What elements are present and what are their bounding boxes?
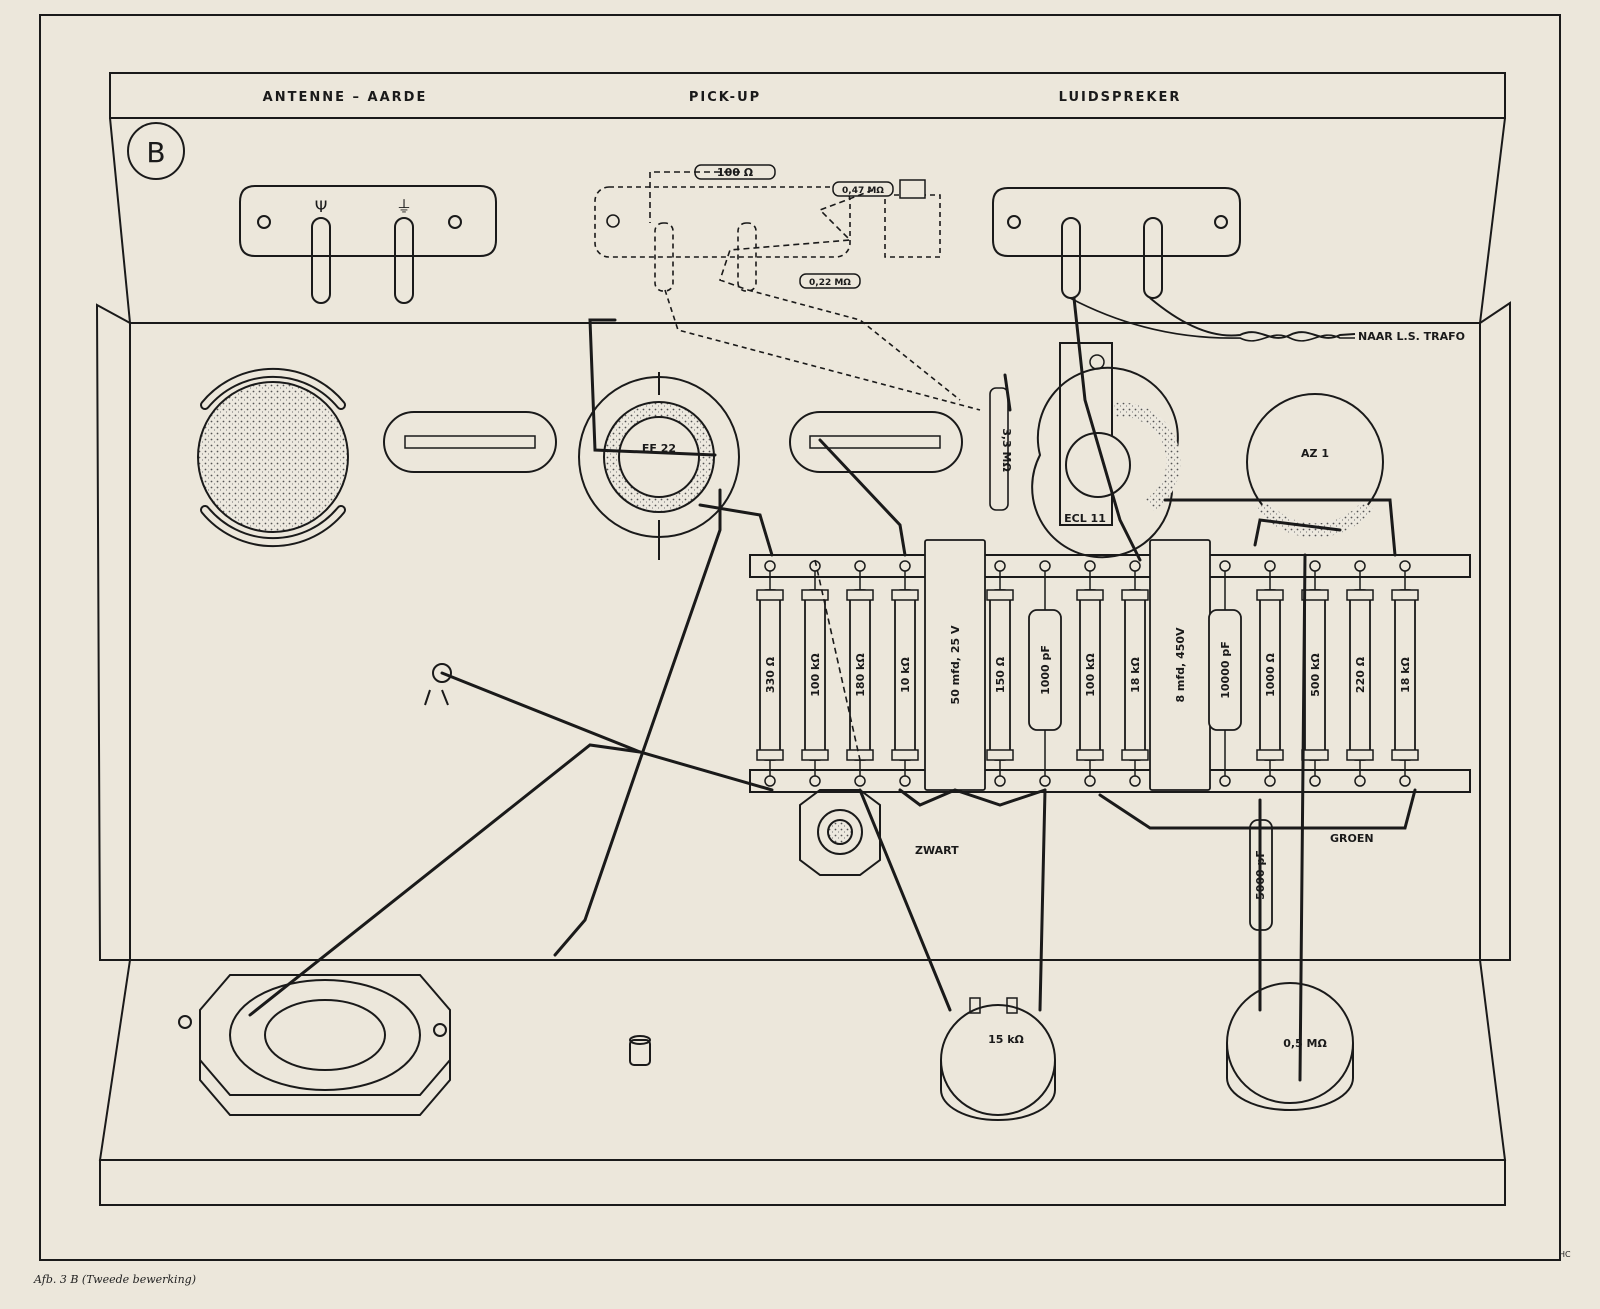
component-2-resistor: 100 kΩ bbox=[801, 560, 829, 787]
az1-label: AZ 1 bbox=[1301, 447, 1329, 460]
component-5-label: 50 mfd, 25 V bbox=[949, 625, 962, 704]
ef22-socket: EF 22 bbox=[578, 372, 740, 560]
hex-grommet bbox=[799, 789, 881, 876]
pot-15k-label: 15 kΩ bbox=[988, 1033, 1024, 1046]
antenna-terminal-plate bbox=[239, 185, 497, 304]
artist-signature: HC bbox=[1559, 1250, 1571, 1259]
components-layer: 330 Ω 100 kΩ 180 kΩ 10 kΩ 50 mfd, 25 V 150 Ω 1… bbox=[756, 539, 1419, 791]
component-4-label: 10 kΩ bbox=[899, 656, 912, 692]
potentiometer-15k: 15 kΩ bbox=[940, 997, 1056, 1121]
wiring bbox=[248, 296, 1417, 1082]
ecl11-label: ECL 11 bbox=[1064, 512, 1106, 525]
component-7-capacitor: 1000 pF bbox=[1028, 560, 1062, 787]
component-6-label: 150 Ω bbox=[994, 656, 1007, 693]
pickup-header: PICK-UP bbox=[689, 90, 761, 105]
chassis-body bbox=[95, 301, 1511, 1206]
antenna-header: ANTENNE – AARDE bbox=[263, 90, 428, 105]
component-10-electrolytic: 8 mfd, 450V bbox=[1149, 539, 1211, 791]
component-12-label: 1000 Ω bbox=[1264, 652, 1277, 696]
antenna-symbol-icon: Ψ bbox=[315, 197, 328, 216]
component-1-label: 330 Ω bbox=[764, 656, 777, 693]
ecl11-socket: ECL 11 bbox=[1031, 342, 1181, 559]
component-14-label: 220 Ω bbox=[1354, 656, 1367, 693]
green-wire-label: GROEN bbox=[1330, 832, 1374, 845]
dashed-wiring bbox=[649, 171, 874, 761]
component-2-label: 100 kΩ bbox=[809, 653, 822, 697]
component-14-resistor: 220 Ω bbox=[1346, 560, 1374, 787]
component-13-resistor: 500 kΩ bbox=[1301, 560, 1329, 787]
ground-tag bbox=[424, 663, 452, 706]
component-11-capacitor: 10000 pF bbox=[1208, 560, 1242, 787]
svg-text:3,3 MΩ: 3,3 MΩ bbox=[1000, 428, 1013, 472]
figure-caption: Afb. 3 B (Tweede bewerking) bbox=[34, 1273, 196, 1286]
svg-text:B: B bbox=[146, 136, 165, 169]
svg-text:0,22 MΩ: 0,22 MΩ bbox=[809, 278, 851, 288]
component-3-label: 180 kΩ bbox=[854, 653, 867, 697]
pot-0-5m-label: 0,5 MΩ bbox=[1283, 1037, 1327, 1050]
resistor-3-3m: 3,3 MΩ bbox=[989, 387, 1013, 511]
component-7-label: 1000 pF bbox=[1039, 645, 1052, 695]
component-6-resistor: 150 Ω bbox=[986, 560, 1014, 787]
component-5-electrolytic: 50 mfd, 25 V bbox=[924, 539, 986, 791]
component-9-label: 18 kΩ bbox=[1129, 656, 1142, 692]
speaker-twisted-pair-b bbox=[1069, 297, 1355, 342]
speaker-header: LUIDSPREKER bbox=[1059, 90, 1182, 105]
rear-flap bbox=[109, 117, 1506, 324]
tube-socket-slot-2 bbox=[789, 411, 963, 473]
pilot-lamp bbox=[629, 1035, 651, 1066]
pickup-board-hole bbox=[606, 214, 620, 228]
pickup-capacitor bbox=[899, 179, 926, 199]
ground-symbol-icon: ⏚ bbox=[396, 197, 412, 216]
az1-socket: AZ 1 bbox=[1246, 393, 1384, 538]
component-3-resistor: 180 kΩ bbox=[846, 560, 874, 787]
svg-text:0,47 MΩ: 0,47 MΩ bbox=[842, 186, 884, 196]
component-9-resistor: 18 kΩ bbox=[1121, 560, 1149, 787]
speaker-terminal-plate bbox=[992, 187, 1241, 299]
header-strip: ANTENNE – AARDE PICK-UP LUIDSPREKER bbox=[109, 72, 1506, 119]
component-10-label: 8 mfd, 450V bbox=[1174, 627, 1187, 703]
component-8-resistor: 100 kΩ bbox=[1076, 560, 1104, 787]
wafer-switch bbox=[178, 974, 451, 1116]
pickup-resistor-047: 0,47 MΩ bbox=[832, 181, 894, 197]
component-12-resistor: 1000 Ω bbox=[1256, 560, 1284, 787]
tube-socket-slot-1 bbox=[383, 411, 557, 473]
component-1-resistor: 330 Ω bbox=[756, 560, 784, 787]
component-15-resistor: 18 kΩ bbox=[1391, 560, 1419, 787]
component-11-label: 10000 pF bbox=[1219, 641, 1232, 699]
component-13-label: 500 kΩ bbox=[1309, 653, 1322, 697]
pickup-board bbox=[594, 186, 981, 411]
chassis-hole-left bbox=[197, 367, 349, 548]
speaker-twisted-pair bbox=[1149, 297, 1356, 339]
black-wire-label: ZWART bbox=[915, 844, 959, 857]
to-output-transformer-label: NAAR L.S. TRAFO bbox=[1358, 330, 1465, 343]
pickup-resistor-022: 0,22 MΩ bbox=[799, 273, 861, 289]
view-badge: B bbox=[127, 122, 185, 180]
component-8-label: 100 kΩ bbox=[1084, 653, 1097, 697]
component-4-resistor: 10 kΩ bbox=[891, 560, 919, 787]
potentiometer-0-5m: 0,5 MΩ bbox=[1226, 982, 1354, 1111]
component-15-label: 18 kΩ bbox=[1399, 656, 1412, 692]
outer-frame bbox=[39, 14, 1561, 1261]
terminal-strip bbox=[749, 554, 1471, 793]
